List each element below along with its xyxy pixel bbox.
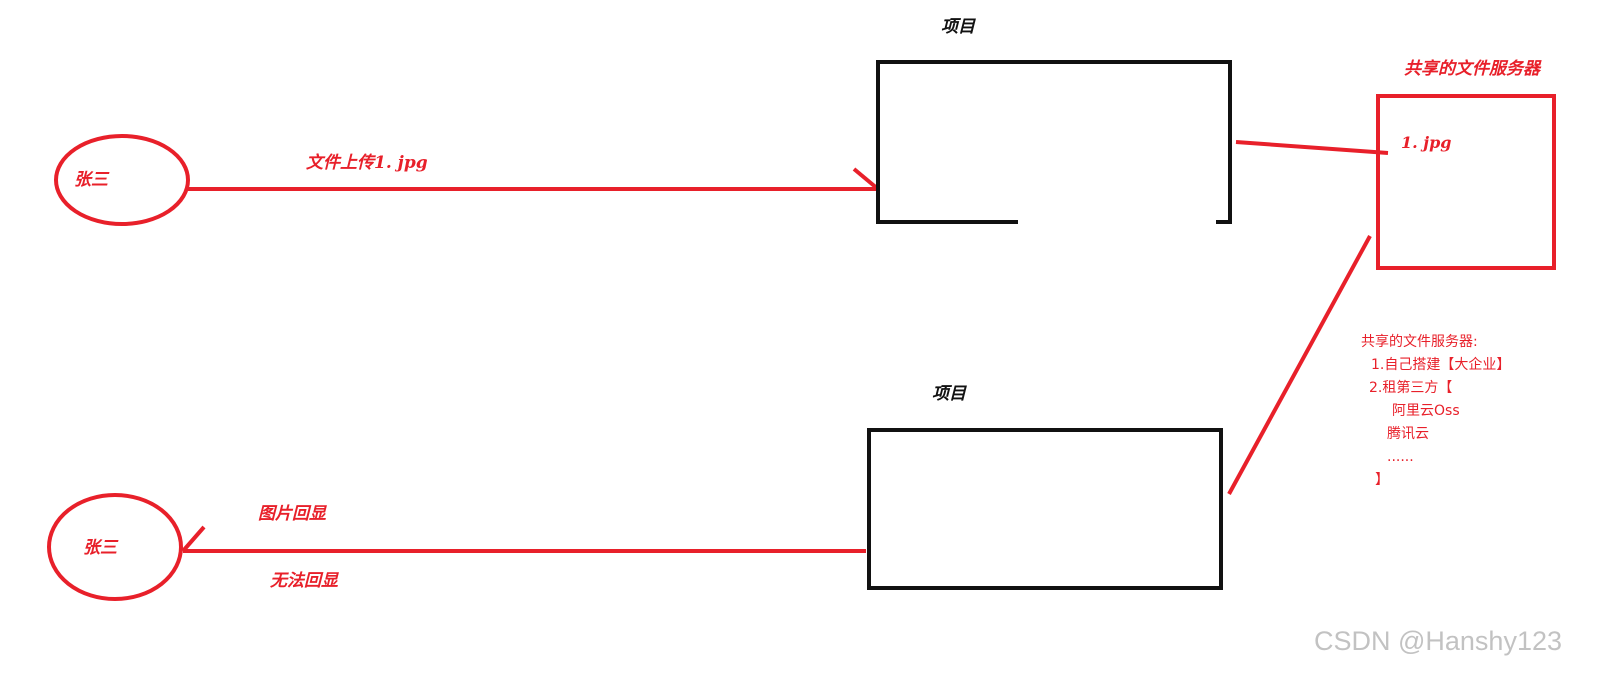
note-line: 2.租第三方【 <box>1369 380 1453 396</box>
watermark: CSDN @Hanshy123 <box>1313 626 1562 656</box>
echo-fail-label: 无法回显 <box>270 571 338 591</box>
project-to-server-line <box>1235 140 1389 155</box>
server-to-bottom-project-line <box>1227 235 1372 495</box>
note-line: ...... <box>1387 449 1414 465</box>
server-file-label: 1. jpg <box>1401 133 1452 152</box>
echo-label: 图片回显 <box>258 504 326 524</box>
upload-arrowhead <box>852 167 880 191</box>
top-project-box <box>876 60 1232 224</box>
bottom-project-box <box>867 428 1223 590</box>
top-project-title: 项目 <box>941 17 975 37</box>
bottom-actor-circle <box>47 493 183 601</box>
file-server-box <box>1376 94 1556 270</box>
bottom-actor-label: 张三 <box>83 538 117 558</box>
upload-label: 文件上传1. jpg <box>306 153 428 173</box>
server-options-note: 共享的文件服务器: 1.自己搭建【大企业】 2.租第三方【 阿里云Oss 腾讯云… <box>1361 331 1510 492</box>
note-line: 共享的文件服务器: <box>1361 334 1478 350</box>
note-line: 阿里云Oss <box>1392 403 1460 419</box>
echo-arrowhead <box>181 525 206 553</box>
bottom-project-title: 项目 <box>932 384 966 404</box>
file-server-title: 共享的文件服务器 <box>1404 59 1540 79</box>
note-line: 】 <box>1375 472 1389 488</box>
top-actor-label: 张三 <box>74 170 108 190</box>
top-project-box-gap <box>1018 218 1216 225</box>
top-actor-circle <box>54 134 190 226</box>
note-line: 1.自己搭建【大企业】 <box>1371 357 1511 373</box>
note-line: 腾讯云 <box>1387 426 1429 442</box>
